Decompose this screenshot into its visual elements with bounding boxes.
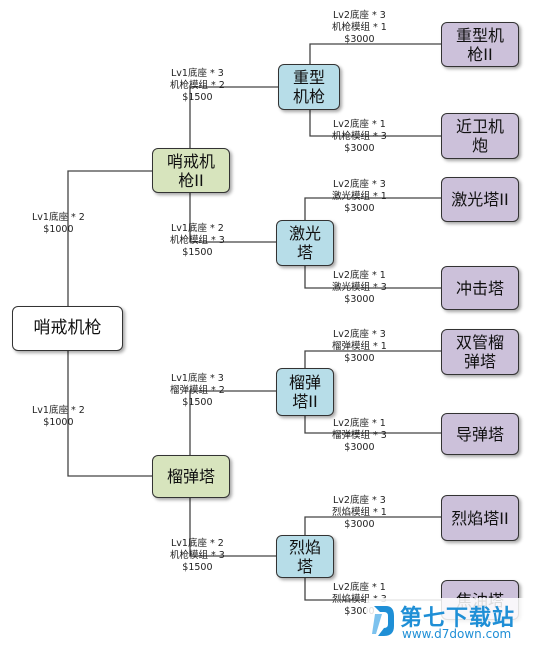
- connector-sentry2-heavy: [189, 86, 278, 148]
- connector-heavy-heavy2: [309, 43, 441, 64]
- cost-label-laser-laser2: Lv2底座 * 3 激光模组 * 1 $3000: [332, 179, 387, 214]
- cost-label-flame-fuel: Lv2底座 * 1 烈焰模组 * 3 $3000: [332, 582, 387, 617]
- node-heavy-machine-gun: 重型机枪: [278, 64, 340, 110]
- connector-grenade-grenade2: [189, 390, 276, 455]
- connector-root-sentry2: [67, 170, 152, 306]
- node-guard-cannon: 近卫机炮: [441, 113, 519, 159]
- cost-label-sentry2-heavy: Lv1底座 * 3 机枪模组 * 2 $1500: [170, 68, 225, 103]
- connector-laser-shock: [304, 266, 441, 289]
- node-heavy-machine-gun-2: 重型机枪II: [441, 22, 519, 67]
- cost-label-heavy-heavy2: Lv2底座 * 3 机枪模组 * 1 $3000: [332, 10, 387, 45]
- cost-label-grenade-flame: Lv1底座 * 2 机枪模组 * 3 $1500: [170, 538, 225, 573]
- node-sentry-gun-2: 哨戒机枪II: [152, 148, 230, 193]
- node-sentry-gun: 哨戒机枪: [12, 306, 123, 351]
- node-twin-grenade-tower: 双管榴弹塔: [441, 329, 519, 375]
- connector-grenade2-missile: [304, 416, 441, 434]
- cost-label-root-grenade: Lv1底座 * 2 $1000: [32, 405, 85, 428]
- watermark-url: www.d7down.com: [402, 627, 512, 641]
- connector-grenade-flame: [189, 498, 276, 557]
- connector-laser-laser2: [304, 197, 441, 220]
- node-laser-tower-2: 激光塔II: [441, 177, 519, 222]
- node-shock-tower: 冲击塔: [441, 266, 519, 310]
- cost-label-grenade2-twin: Lv2底座 * 3 榴弹模组 * 1 $3000: [332, 329, 387, 364]
- connector-heavy-cannon: [309, 110, 441, 137]
- connector-grenade2-twin: [304, 350, 441, 368]
- cost-label-laser-shock: Lv2底座 * 1 激光模组 * 3 $3000: [332, 270, 387, 305]
- cost-label-sentry2-laser: Lv1底座 * 2 机枪模组 * 3 $1500: [170, 223, 225, 258]
- node-flame-tower: 烈焰塔: [276, 535, 334, 578]
- node-flame-tower-2: 烈焰塔II: [441, 495, 519, 541]
- node-grenade-tower: 榴弹塔: [152, 455, 230, 498]
- site-watermark: 第七下载站 www.d7down.com: [366, 598, 550, 645]
- d7-logo-icon: [372, 606, 394, 636]
- connector-root-grenade: [67, 350, 152, 477]
- node-grenade-tower-2: 榴弹塔II: [276, 368, 334, 416]
- node-missile-tower: 导弹塔: [441, 413, 519, 455]
- node-laser-tower: 激光塔: [276, 220, 334, 266]
- connector-flame-flame2: [304, 516, 441, 535]
- cost-label-grenade-grenade2: Lv1底座 * 3 榴弹模组 * 2 $1500: [170, 373, 225, 408]
- cost-label-root-sentry2: Lv1底座 * 2 $1000: [32, 212, 85, 235]
- watermark-title: 第七下载站: [400, 606, 516, 631]
- connector-sentry2-laser: [189, 193, 276, 243]
- cost-label-heavy-cannon: Lv2底座 * 1 机枪模组 * 3 $3000: [332, 119, 387, 154]
- cost-label-flame-flame2: Lv2底座 * 3 烈焰模组 * 1 $3000: [332, 495, 387, 530]
- cost-label-grenade2-missile: Lv2底座 * 1 榴弹模组 * 3 $3000: [332, 418, 387, 453]
